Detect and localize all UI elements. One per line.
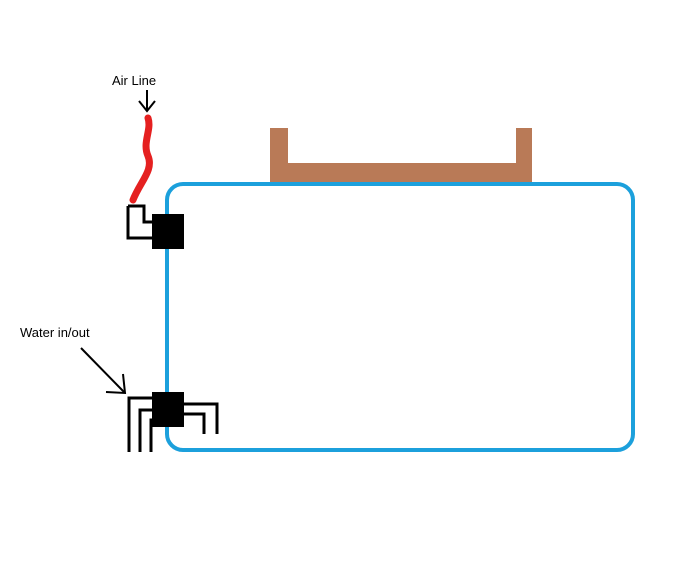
tank-handle bbox=[270, 128, 532, 182]
water-fitting-block bbox=[152, 392, 184, 427]
arrow-down-icon bbox=[138, 90, 156, 113]
tank-outline bbox=[165, 182, 635, 452]
arrow-down-right-icon bbox=[80, 347, 127, 395]
water-in-out-label: Water in/out bbox=[20, 325, 90, 340]
air-fitting-elbow bbox=[126, 204, 152, 240]
water-pipes bbox=[127, 396, 219, 452]
air-fitting-block bbox=[152, 214, 184, 249]
air-line-label: Air Line bbox=[112, 73, 156, 88]
air-line-hose bbox=[129, 114, 153, 204]
